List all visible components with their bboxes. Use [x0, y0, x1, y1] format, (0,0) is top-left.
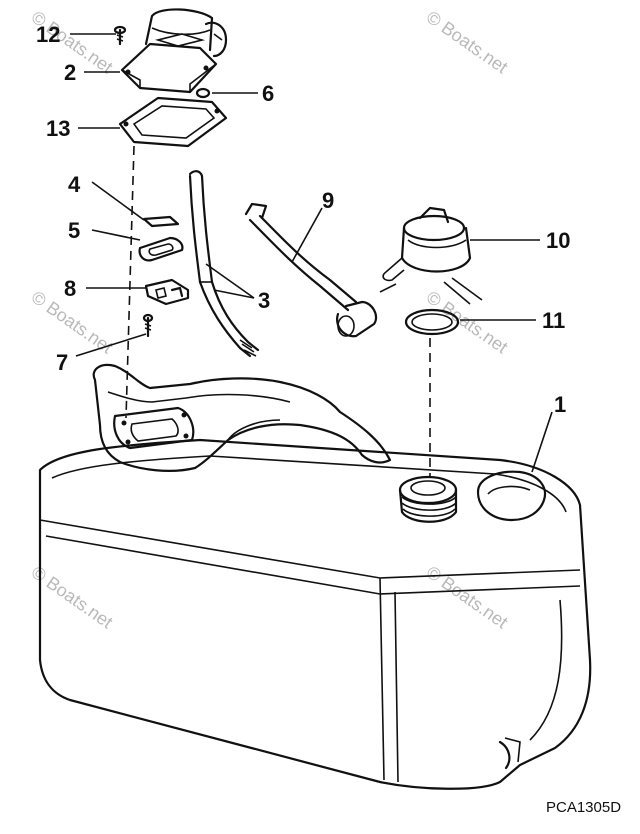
callout-3: 3: [258, 288, 270, 313]
leader-lines: [70, 33, 553, 473]
pickup-tube: [188, 170, 260, 358]
watermark: © Boats.net: [423, 562, 512, 632]
screw-top: [113, 25, 127, 46]
callout-12: 12: [36, 22, 60, 47]
gauge-float-arm: [244, 202, 378, 338]
callout-labels: 1 2 3 4 5 6 7 8 9 10 11 12 13: [36, 22, 570, 417]
callout-6: 6: [262, 81, 274, 106]
o-ring-small: [195, 87, 211, 99]
filler-cap: [379, 206, 483, 305]
callout-4: 4: [68, 172, 81, 197]
callout-8: 8: [64, 276, 76, 301]
bracket: [144, 278, 190, 306]
callout-11: 11: [542, 308, 565, 333]
callout-9: 9: [322, 188, 334, 213]
callout-13: 13: [46, 116, 70, 141]
alignment-line-left: [125, 145, 135, 419]
watermark: © Boats.net: [423, 7, 512, 77]
figure-code: PCA1305D: [546, 799, 621, 816]
cap-seal: [404, 308, 460, 336]
callout-5: 5: [68, 218, 80, 243]
callout-2: 2: [64, 60, 76, 85]
callout-1: 1: [554, 392, 566, 417]
gasket-small: [142, 215, 180, 228]
callout-7: 7: [56, 350, 68, 375]
fuel-tank: [38, 363, 592, 790]
watermark: © Boats.net: [423, 287, 512, 357]
callout-10: 10: [546, 228, 570, 253]
gasket: [118, 96, 228, 148]
gasket-plate: [138, 236, 184, 262]
screw-bracket: [142, 313, 154, 338]
fuel-connector: [120, 8, 228, 94]
